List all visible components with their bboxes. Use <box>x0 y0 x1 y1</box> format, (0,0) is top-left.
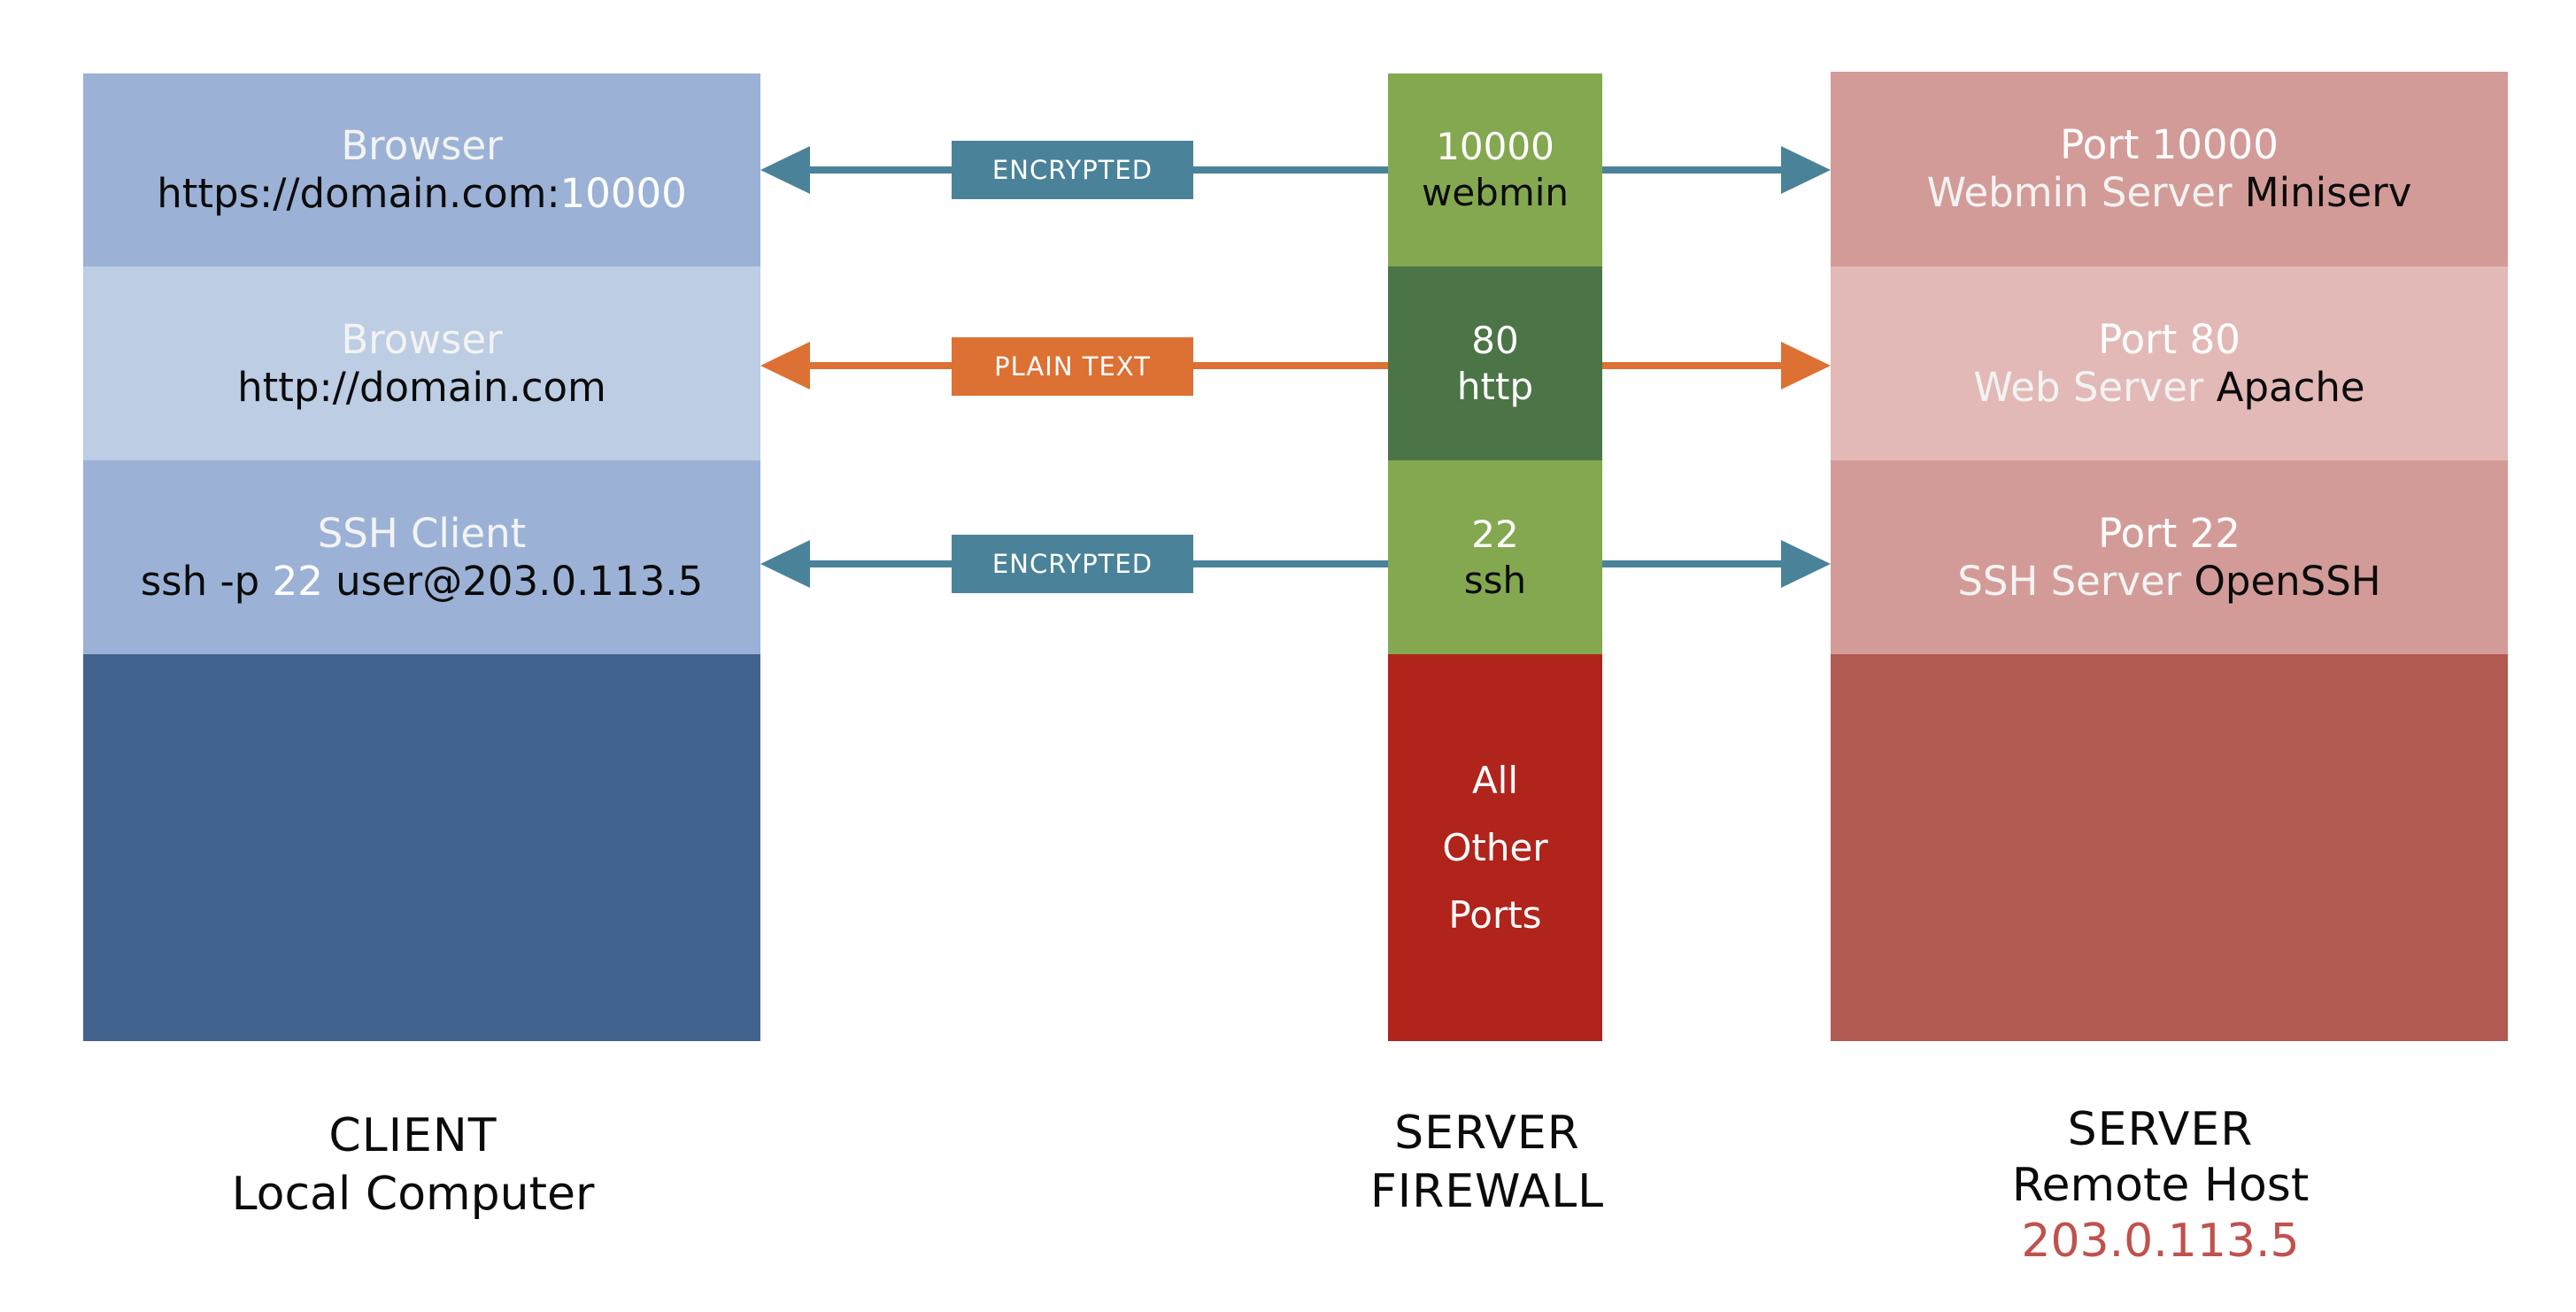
client-webmin-url-port: 10000 <box>559 170 687 217</box>
client-row-webmin-app: Browser <box>341 122 503 169</box>
firewall-footer-title-1: SERVER <box>1394 1107 1580 1160</box>
client-footer: CLIENT Local Computer <box>83 1107 743 1223</box>
server-ssh-name: SSH Server <box>1957 557 2182 605</box>
arrow-left-icon <box>760 342 810 390</box>
server-row-http-desc: Web Server Apache <box>1973 364 2364 412</box>
server-column: Port 10000 Webmin Server Miniserv Port 8… <box>1831 72 2508 1041</box>
server-footer: SERVER Remote Host 203.0.113.5 <box>1831 1102 2490 1270</box>
client-column: Browser https://domain.com:10000 Browser… <box>83 73 760 1041</box>
firewall-port-80-service: http <box>1456 364 1534 408</box>
client-footer-title: CLIENT <box>328 1109 497 1162</box>
client-row-ssh: SSH Client ssh -p 22 user@203.0.113.5 <box>83 460 760 654</box>
connection-webmin-label: ENCRYPTED <box>952 141 1193 199</box>
firewall-other-line2: Other <box>1442 825 1548 869</box>
client-row-http: Browser http://domain.com <box>83 266 760 460</box>
server-http-software: Apache <box>2216 363 2365 411</box>
client-ssh-cmd-port: 22 <box>272 557 323 605</box>
firewall-port-10000-number: 10000 <box>1436 125 1554 168</box>
client-row-ssh-app: SSH Client <box>317 509 527 557</box>
client-ssh-cmd-b: user@203.0.113.5 <box>322 557 704 605</box>
server-footer-title: SERVER <box>2067 1103 2254 1156</box>
connection-http-label: PLAIN TEXT <box>952 337 1193 396</box>
firewall-other-line3: Ports <box>1448 892 1542 937</box>
connection-webmin-arrows <box>760 146 1831 194</box>
firewall-column: 10000 webmin 80 http 22 ssh All Other Po… <box>1388 73 1602 1041</box>
server-footer-subtitle: Remote Host <box>2011 1159 2310 1212</box>
server-row-ssh-port: Port 22 <box>2098 509 2241 557</box>
client-row-ssh-command: ssh -p 22 user@203.0.113.5 <box>141 558 704 606</box>
connection-http-arrows <box>760 342 1831 390</box>
server-http-name: Web Server <box>1973 363 2204 411</box>
firewall-port-22: 22 ssh <box>1388 460 1602 654</box>
arrow-left-icon <box>760 146 810 194</box>
client-ssh-cmd-a: ssh -p <box>140 557 273 605</box>
server-row-http: Port 80 Web Server Apache <box>1831 266 2508 460</box>
server-row-ssh: Port 22 SSH Server OpenSSH <box>1831 460 2508 654</box>
server-row-webmin-port: Port 10000 <box>2060 121 2279 168</box>
arrow-right-icon <box>1781 540 1831 588</box>
client-row-http-url: http://domain.com <box>237 363 606 411</box>
client-footer-subtitle: Local Computer <box>231 1168 595 1221</box>
server-row-webmin-desc: Webmin Server Miniserv <box>1927 169 2412 217</box>
firewall-port-22-number: 22 <box>1471 512 1519 556</box>
firewall-footer-title-2: FIREWALL <box>1369 1165 1605 1218</box>
arrow-left-icon <box>760 540 810 588</box>
firewall-port-80: 80 http <box>1388 266 1602 460</box>
connection-ssh-arrows <box>760 540 1831 588</box>
arrow-right-icon <box>1781 146 1831 194</box>
server-row-ssh-desc: SSH Server OpenSSH <box>1957 558 2380 606</box>
client-webmin-url-main: https://domain.com: <box>157 170 560 217</box>
firewall-port-10000-service: webmin <box>1421 171 1570 214</box>
connection-ssh-label: ENCRYPTED <box>952 535 1193 593</box>
arrow-right-icon <box>1781 342 1831 390</box>
firewall-other-ports: All Other Ports <box>1388 654 1602 1041</box>
client-row-webmin: Browser https://domain.com:10000 <box>83 73 760 266</box>
server-row-webmin: Port 10000 Webmin Server Miniserv <box>1831 72 2508 266</box>
server-footer-ip: 203.0.113.5 <box>2021 1215 2300 1268</box>
firewall-port-80-number: 80 <box>1471 318 1519 362</box>
firewall-port-22-service: ssh <box>1463 558 1527 602</box>
firewall-port-10000: 10000 webmin <box>1388 73 1602 266</box>
client-row-http-app: Browser <box>341 315 503 363</box>
server-webmin-software: Miniserv <box>2244 169 2412 216</box>
server-webmin-name: Webmin Server <box>1926 169 2233 216</box>
client-row-webmin-url: https://domain.com:10000 <box>157 170 687 218</box>
firewall-other-line1: All <box>1471 758 1519 802</box>
server-row-http-port: Port 80 <box>2098 315 2241 363</box>
server-ssh-software: OpenSSH <box>2194 557 2381 605</box>
firewall-footer: SERVER FIREWALL <box>1275 1104 1700 1221</box>
